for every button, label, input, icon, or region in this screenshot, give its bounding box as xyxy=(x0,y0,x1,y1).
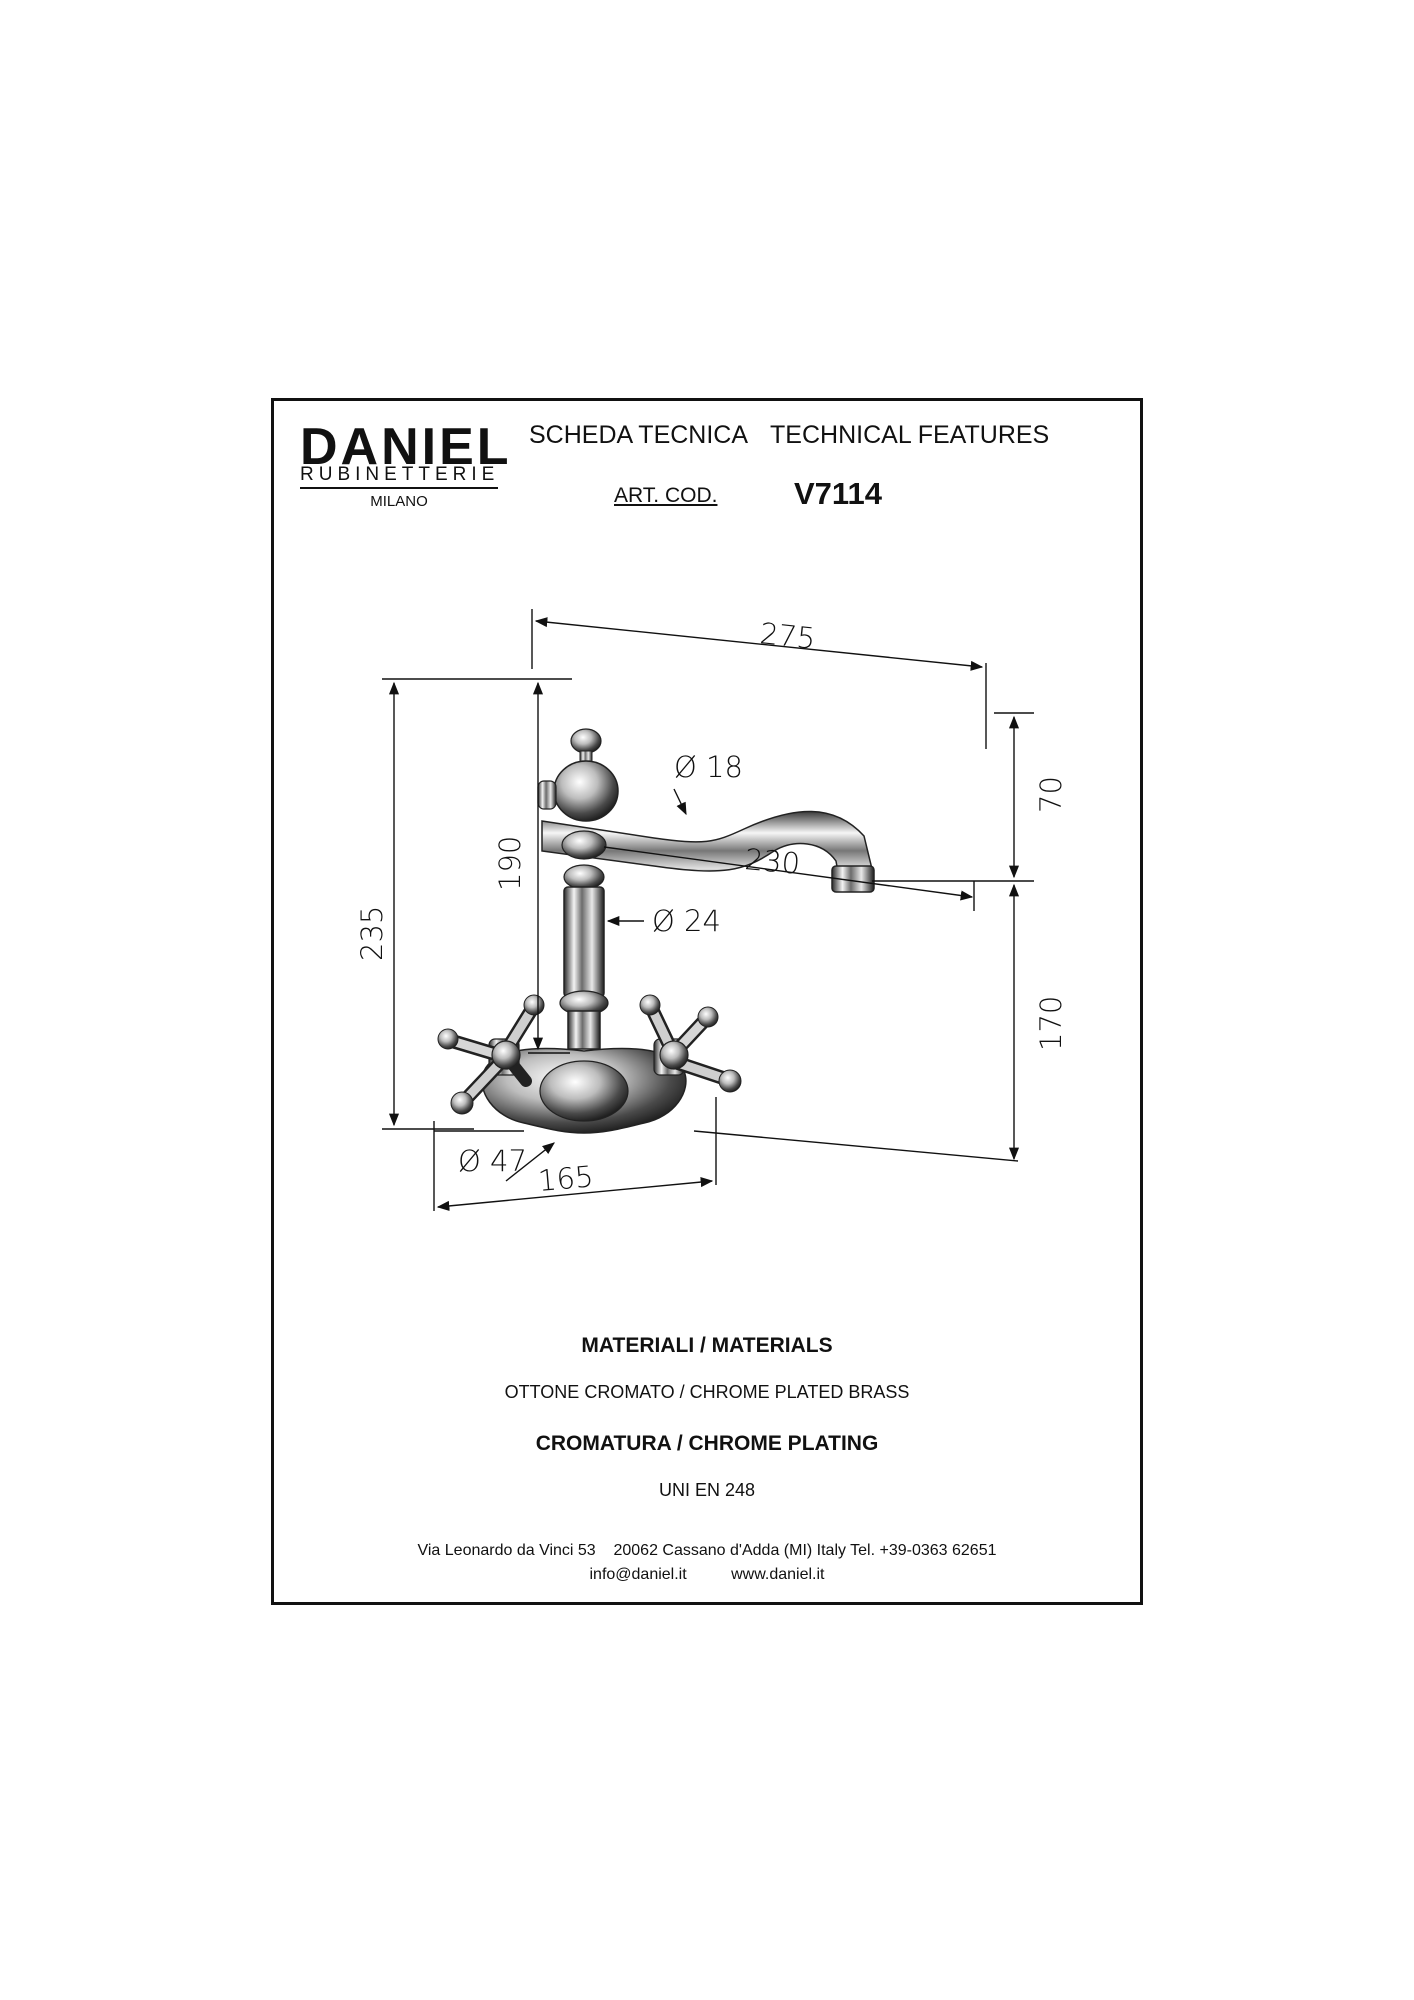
dim-label-d24: Ø 24 xyxy=(652,904,721,938)
dim-line-165 xyxy=(436,1177,714,1211)
dim-label-165: 165 xyxy=(537,1159,595,1198)
right-cross-handle xyxy=(639,994,742,1093)
top-finial xyxy=(570,728,602,754)
faucet-column xyxy=(563,886,605,998)
title-italian: SCHEDA TECNICA xyxy=(529,421,749,449)
dim-label-170: 170 xyxy=(1034,996,1068,1051)
company-contact: info@daniel.it www.daniel.it xyxy=(589,1566,825,1583)
dim-line-230 xyxy=(603,846,974,901)
dim-label-275: 275 xyxy=(758,616,817,656)
swivel-ball xyxy=(553,760,619,822)
dim-line-275 xyxy=(534,617,984,671)
plating-value: UNI EN 248 xyxy=(658,1480,756,1500)
brand-city: MILANO xyxy=(370,493,428,510)
dimension-lines xyxy=(382,609,1034,1211)
leader-d18 xyxy=(673,788,687,816)
swivel-cap xyxy=(537,780,557,810)
materials-value: OTTONE CROMATO / CHROME PLATED BRASS xyxy=(504,1382,910,1402)
dim-label-190: 190 xyxy=(493,836,527,891)
title-english: TECHNICAL FEATURES xyxy=(770,421,1050,449)
leader-d47 xyxy=(505,1142,555,1182)
company-address: Via Leonardo da Vinci 53 20062 Cassano d… xyxy=(417,1542,997,1559)
mixer-body-center xyxy=(539,1060,629,1122)
materials-heading: MATERIALI / MATERIALS xyxy=(581,1334,833,1357)
dim-label-d18: Ø 18 xyxy=(674,750,743,784)
brand-subtitle: RUBINETTERIE xyxy=(300,464,500,485)
column-ring-top xyxy=(561,830,607,860)
column-ring-mid xyxy=(563,864,605,890)
plating-heading: CROMATURA / CHROME PLATING xyxy=(535,1432,879,1455)
brand-logo: DANIEL xyxy=(300,418,512,476)
dim-label-230: 230 xyxy=(743,842,801,881)
article-code: V7114 xyxy=(794,476,882,511)
dim-label-70: 70 xyxy=(1034,776,1068,813)
faucet-illustration xyxy=(437,728,875,1134)
dim-label-d47: Ø 47 xyxy=(458,1144,527,1178)
ext-line-170-bottom xyxy=(693,1130,1019,1162)
technical-sheet: DANIEL RUBINETTERIE MILANO SCHEDA TECNIC… xyxy=(271,398,1143,1605)
dim-label-235: 235 xyxy=(355,906,389,961)
column-base xyxy=(567,1010,601,1050)
logo-divider xyxy=(300,487,498,489)
faucet-technical-drawing: 275 Ø 18 70 230 190 235 Ø 24 170 Ø 47 16… xyxy=(355,609,1068,1211)
sheet-title: SCHEDA TECNICA TECHNICAL FEATURES xyxy=(529,419,1071,451)
article-code-label: ART. COD. xyxy=(614,484,718,507)
spout-aerator xyxy=(831,865,875,893)
